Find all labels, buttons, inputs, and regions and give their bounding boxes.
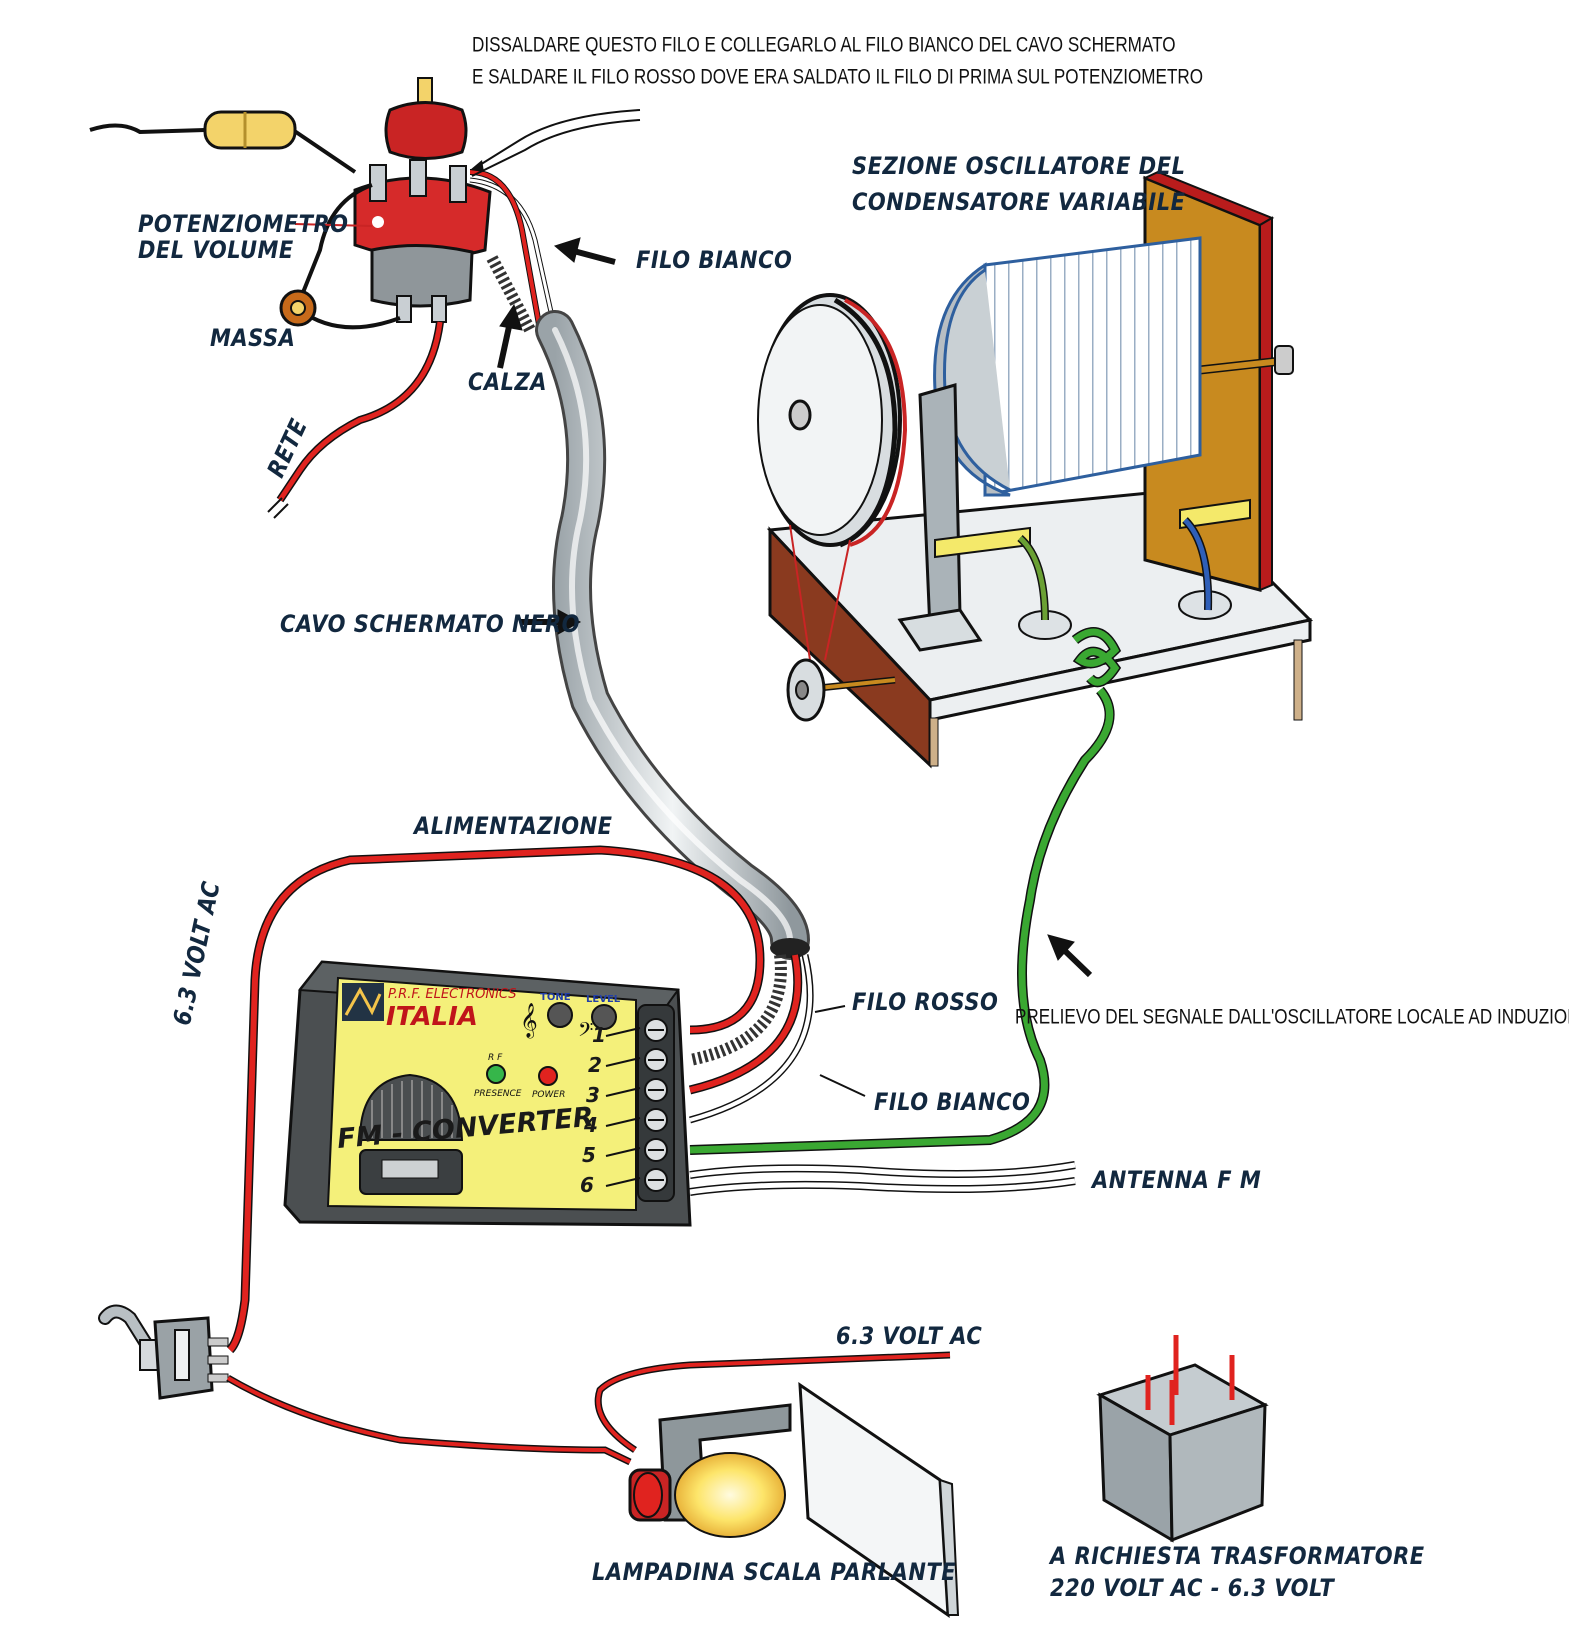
potentiometer-label-line2: DEL VOLUME: [138, 236, 294, 264]
terminal-numbers: 1 2 3 4 5 6: [580, 1023, 606, 1197]
capacitor-plates: [983, 236, 1202, 497]
treble-clef-icon: 𝄞: [520, 1003, 538, 1039]
terminal-number: 6: [580, 1173, 594, 1197]
cavo-schermato-label: CAVO SCHERMATO NERO: [280, 610, 580, 638]
brand-line2: ITALIA: [386, 1002, 478, 1032]
tone-label: TONE: [540, 992, 571, 1003]
power-led: [538, 1066, 558, 1086]
bass-clef-icon: 𝄢: [578, 1018, 593, 1046]
filo-bianco-top-label: FILO BIANCO: [636, 246, 793, 274]
terminal-number: 4: [583, 1113, 598, 1137]
terminal-screws: [644, 1018, 668, 1192]
pointer-filo-rosso: [814, 1005, 846, 1013]
volt-ac-lamp-label: 6.3 VOLT AC: [836, 1322, 983, 1350]
arrow-prelievo: [1059, 945, 1093, 978]
lamp-bulb: [674, 1452, 786, 1538]
filo-rosso-label: FILO ROSSO: [852, 988, 999, 1016]
calza-label: CALZA: [468, 368, 548, 396]
white-signal-wire: [689, 954, 813, 1122]
tone-knob[interactable]: [547, 1002, 573, 1028]
toggle-switch: [98, 1304, 229, 1400]
lampadina-label: LAMPADINA SCALA PARLANTE: [592, 1558, 957, 1586]
arrows: [294, 223, 1093, 1097]
oscillator-label-line1: SEZIONE OSCILLATORE DEL: [852, 152, 1186, 180]
red-signal-wire: [689, 954, 801, 1093]
transformer-label-line1: A RICHIESTA TRASFORMATORE: [1050, 1542, 1425, 1570]
variable-capacitor: [757, 170, 1314, 769]
power-label: POWER: [532, 1090, 565, 1100]
arrow-filo-bianco: [569, 247, 616, 265]
upper-black-wire: [89, 123, 357, 174]
prelievo-label: PRELIEVO DEL SEGNALE DALL'OSCILLATORE LO…: [1015, 1006, 1569, 1030]
alimentazione-label: ALIMENTAZIONE: [414, 812, 613, 840]
transformer-label-line2: 220 VOLT AC - 6.3 VOLT: [1050, 1574, 1335, 1602]
capacitor: [203, 110, 297, 150]
fm-converter-box: P.R.F. ELECTRONICS ITALIA TONE LEVEL 𝄞 𝄢…: [283, 960, 692, 1227]
pot-switch-can: [370, 243, 474, 308]
presence-led: [486, 1064, 506, 1084]
terminal-number: 3: [586, 1083, 600, 1107]
massa-label: MASSA: [210, 324, 296, 352]
transformer: [1096, 1335, 1269, 1543]
presence-label: PRESENCE: [474, 1089, 522, 1099]
terminal-number: 5: [582, 1143, 596, 1167]
dial-lamp: [628, 1382, 960, 1618]
filo-bianco-bottom-label: FILO BIANCO: [874, 1088, 1031, 1116]
mains-wire: [276, 321, 444, 503]
terminal-number: 2: [588, 1053, 602, 1077]
shield-braid: [486, 255, 536, 333]
oscillator-label-line2: CONDENSATORE VARIABILE: [852, 188, 1186, 216]
terminal-number: 1: [592, 1023, 606, 1047]
arrow-calza: [497, 321, 513, 369]
instruction-leader: [474, 109, 641, 169]
level-knob[interactable]: [591, 1004, 617, 1030]
level-label: LEVEL: [586, 994, 621, 1005]
antenna-label: ANTENNA F M: [1092, 1166, 1262, 1194]
pointer-potenziometro: [294, 223, 373, 227]
brand-line1: P.R.F. ELECTRONICS: [388, 987, 517, 1002]
instruction-line2: E SALDARE IL FILO ROSSO DOVE ERA SALDATO…: [472, 66, 1204, 90]
rf-label: R F: [488, 1053, 503, 1063]
potentiometer-group: [89, 77, 641, 519]
pot-knob: [384, 101, 468, 160]
braid-wire: [688, 954, 787, 1066]
pointer-filo-bianco: [819, 1074, 866, 1097]
potentiometer-label-line1: POTENZIOMETRO: [138, 210, 349, 238]
instruction-line1: DISSALDARE QUESTO FILO E COLLEGARLO AL F…: [472, 34, 1176, 58]
